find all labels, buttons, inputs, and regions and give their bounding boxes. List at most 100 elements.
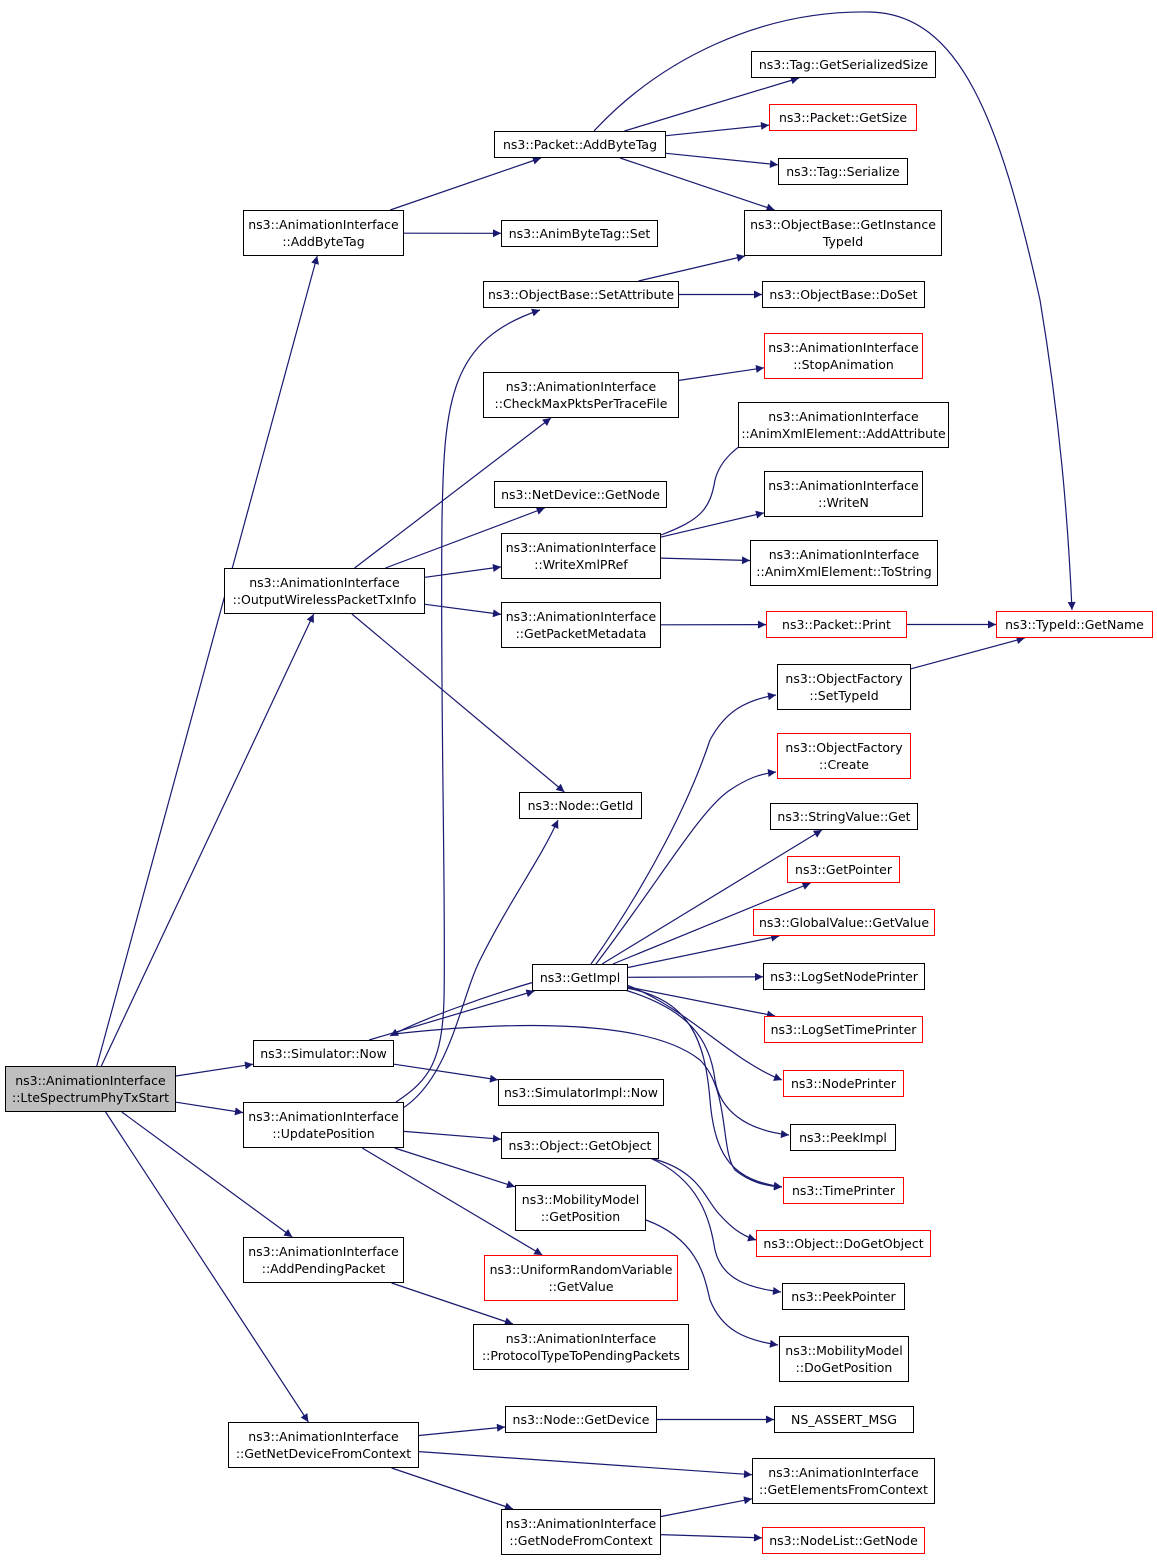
edge-pkt-addbytetag-to-ob-getinst: [619, 157, 775, 212]
node-obj-dogetobject[interactable]: ns3::Object::DoGetObject: [756, 1230, 931, 1257]
node-node-getdevice[interactable]: ns3::Node::GetDevice: [505, 1406, 657, 1433]
node-label-line1: ns3::Object::GetObject: [508, 1138, 652, 1153]
node-label-line1: ns3::AnimationInterface: [15, 1073, 166, 1088]
node-label-line1: ns3::AnimationInterface: [505, 379, 657, 394]
edge-getimpl-to-nodeprinter: [626, 984, 783, 1081]
node-tostring[interactable]: ns3::AnimationInterface::AnimXmlElement:…: [750, 540, 938, 586]
node-addbytetag-ai[interactable]: ns3::AnimationInterface::AddByteTag: [243, 210, 404, 256]
node-label-line2: ::UpdatePosition: [272, 1126, 375, 1141]
node-label-line1: ns3::UniformRandomVariable: [489, 1262, 673, 1277]
node-label-line1: ns3::TypeId::GetName: [1005, 617, 1144, 632]
node-timeprinter[interactable]: ns3::TimePrinter: [783, 1177, 904, 1204]
edge-addpending-to-prototype: [391, 1282, 514, 1326]
node-label-line1: ns3::ObjectFactory: [785, 671, 903, 686]
edge-getimpl-to-logsettime: [627, 986, 776, 1019]
node-label-line2: ::LteSpectrumPhyTxStart: [12, 1090, 169, 1105]
node-getelements[interactable]: ns3::AnimationInterface::GetElementsFrom…: [752, 1458, 935, 1504]
node-peekpointer[interactable]: ns3::PeekPointer: [782, 1283, 905, 1310]
node-getnodefromctx[interactable]: ns3::AnimationInterface::GetNodeFromCont…: [501, 1509, 661, 1555]
edge-getimpl-to-simnow: [389, 981, 535, 1037]
node-typeid-getname[interactable]: ns3::TypeId::GetName: [996, 611, 1153, 638]
node-label-line1: ns3::AnimationInterface: [248, 217, 399, 232]
node-label-line2: ::SetTypeId: [809, 688, 879, 703]
node-netdev-getnode[interactable]: ns3::NetDevice::GetNode: [494, 481, 667, 508]
node-label-line1: ns3::AnimationInterface: [248, 1109, 399, 1124]
node-label-line2: ::AddPendingPacket: [261, 1261, 386, 1276]
node-gv-getvalue[interactable]: ns3::GlobalValue::GetValue: [753, 909, 935, 936]
node-stopanim[interactable]: ns3::AnimationInterface::StopAnimation: [764, 333, 923, 379]
node-label-line1: ns3::Tag::Serialize: [786, 164, 900, 179]
node-label-line1: ns3::AnimationInterface: [248, 1429, 399, 1444]
edge-getimpl-to-getpointer: [612, 882, 811, 965]
node-logsetnode[interactable]: ns3::LogSetNodePrinter: [763, 963, 925, 990]
node-label-line1: ns3::ObjectFactory: [785, 740, 903, 755]
node-label-line1: ns3::AnimationInterface: [768, 547, 920, 562]
node-ns-assert[interactable]: NS_ASSERT_MSG: [774, 1406, 914, 1433]
node-ob-setattr[interactable]: ns3::ObjectBase::SetAttribute: [483, 281, 679, 308]
node-of-settypeid[interactable]: ns3::ObjectFactory::SetTypeId: [777, 664, 911, 710]
node-nodelist-getnode[interactable]: ns3::NodeList::GetNode: [762, 1527, 925, 1554]
node-label-line2: ::GetElementsFromContext: [759, 1482, 928, 1497]
edge-pkt-addbytetag-to-typeid-getname: [593, 11, 1076, 611]
node-of-create[interactable]: ns3::ObjectFactory::Create: [777, 733, 911, 779]
node-mob-getpos[interactable]: ns3::MobilityModel::GetPosition: [515, 1185, 646, 1231]
node-label-line2: ::CheckMaxPktsPerTraceFile: [494, 396, 668, 411]
node-urv-getvalue[interactable]: ns3::UniformRandomVariable::GetValue: [484, 1255, 678, 1301]
edge-simnow-to-simimpl-now: [393, 1063, 499, 1083]
node-label-line2: ::GetPosition: [540, 1209, 621, 1224]
node-label-line1: NS_ASSERT_MSG: [791, 1412, 897, 1427]
node-label-line2: ::DoGetPosition: [795, 1360, 893, 1375]
node-writexmlpref[interactable]: ns3::AnimationInterface::WriteXmlPRef: [501, 533, 661, 579]
node-label-line2: ::Create: [819, 757, 869, 772]
node-writen[interactable]: ns3::AnimationInterface::WriteN: [764, 471, 923, 517]
node-label-line1: ns3::Packet::Print: [782, 617, 891, 632]
node-checkmax[interactable]: ns3::AnimationInterface::CheckMaxPktsPer…: [483, 372, 679, 418]
node-animbytetag-set[interactable]: ns3::AnimByteTag::Set: [501, 220, 658, 247]
edge-outwireless-to-checkmax: [354, 417, 552, 569]
edge-outwireless-to-getpktmeta: [424, 603, 502, 618]
edge-getnetdev-to-node-getdevice: [418, 1423, 506, 1437]
node-strval-get[interactable]: ns3::StringValue::Get: [770, 803, 918, 830]
node-label-line1: ns3::Node::GetId: [527, 798, 634, 813]
edge-root-to-addbytetag-ai: [96, 255, 319, 1067]
node-label-line1: ns3::PeekPointer: [791, 1289, 896, 1304]
node-ob-doset[interactable]: ns3::ObjectBase::DoSet: [762, 281, 925, 308]
node-getnetdev[interactable]: ns3::AnimationInterface::GetNetDeviceFro…: [228, 1422, 419, 1468]
node-label-line1: ns3::MobilityModel: [521, 1192, 640, 1207]
node-tag-serialize[interactable]: ns3::Tag::Serialize: [778, 158, 908, 185]
node-peekimpl[interactable]: ns3::PeekImpl: [790, 1124, 896, 1151]
node-getimpl[interactable]: ns3::GetImpl: [532, 964, 628, 991]
node-label-line1: ns3::AnimationInterface: [768, 340, 919, 355]
node-obj-getobject[interactable]: ns3::Object::GetObject: [501, 1132, 659, 1159]
node-addpending[interactable]: ns3::AnimationInterface::AddPendingPacke…: [243, 1237, 404, 1283]
node-getpointer[interactable]: ns3::GetPointer: [787, 856, 900, 883]
node-tag-getsersize[interactable]: ns3::Tag::GetSerializedSize: [751, 51, 936, 78]
edge-pkt-addbytetag-to-tag-getsersize: [624, 76, 800, 132]
edge-addbytetag-ai-to-pkt-addbytetag: [390, 156, 542, 211]
node-node-getid[interactable]: ns3::Node::GetId: [519, 792, 642, 819]
edge-updatepos-to-mob-getpos: [394, 1147, 516, 1189]
edge-getnetdev-to-getnodefromctx: [391, 1467, 514, 1511]
edge-getimpl-to-strval-get: [601, 829, 823, 965]
node-pkt-print[interactable]: ns3::Packet::Print: [766, 611, 907, 638]
node-root: ns3::AnimationInterface::LteSpectrumPhyT…: [5, 1066, 176, 1112]
node-pkt-getsize[interactable]: ns3::Packet::GetSize: [769, 104, 917, 131]
node-simimpl-now[interactable]: ns3::SimulatorImpl::Now: [498, 1079, 664, 1106]
node-label-line1: ns3::AnimationInterface: [248, 1244, 399, 1259]
node-outwireless[interactable]: ns3::AnimationInterface::OutputWirelessP…: [224, 568, 425, 614]
node-nodeprinter[interactable]: ns3::NodePrinter: [783, 1070, 904, 1097]
node-addattr[interactable]: ns3::AnimationInterface::AnimXmlElement:…: [738, 402, 949, 448]
node-logsettime[interactable]: ns3::LogSetTimePrinter: [764, 1016, 923, 1043]
node-label-line1: ns3::AnimationInterface: [768, 478, 919, 493]
node-label-line2: ::GetValue: [548, 1279, 614, 1294]
edge-checkmax-to-stopanim: [678, 365, 765, 381]
node-prototype[interactable]: ns3::AnimationInterface::ProtocolTypeToP…: [473, 1324, 689, 1370]
node-mob-dogetpos[interactable]: ns3::MobilityModel::DoGetPosition: [779, 1336, 909, 1382]
node-pkt-addbytetag[interactable]: ns3::Packet::AddByteTag: [494, 131, 666, 158]
node-label-line1: ns3::Tag::GetSerializedSize: [758, 57, 929, 72]
node-updatepos[interactable]: ns3::AnimationInterface::UpdatePosition: [243, 1102, 404, 1148]
node-getpktmeta[interactable]: ns3::AnimationInterface::GetPacketMetada…: [501, 602, 661, 648]
node-simnow[interactable]: ns3::Simulator::Now: [253, 1040, 394, 1067]
